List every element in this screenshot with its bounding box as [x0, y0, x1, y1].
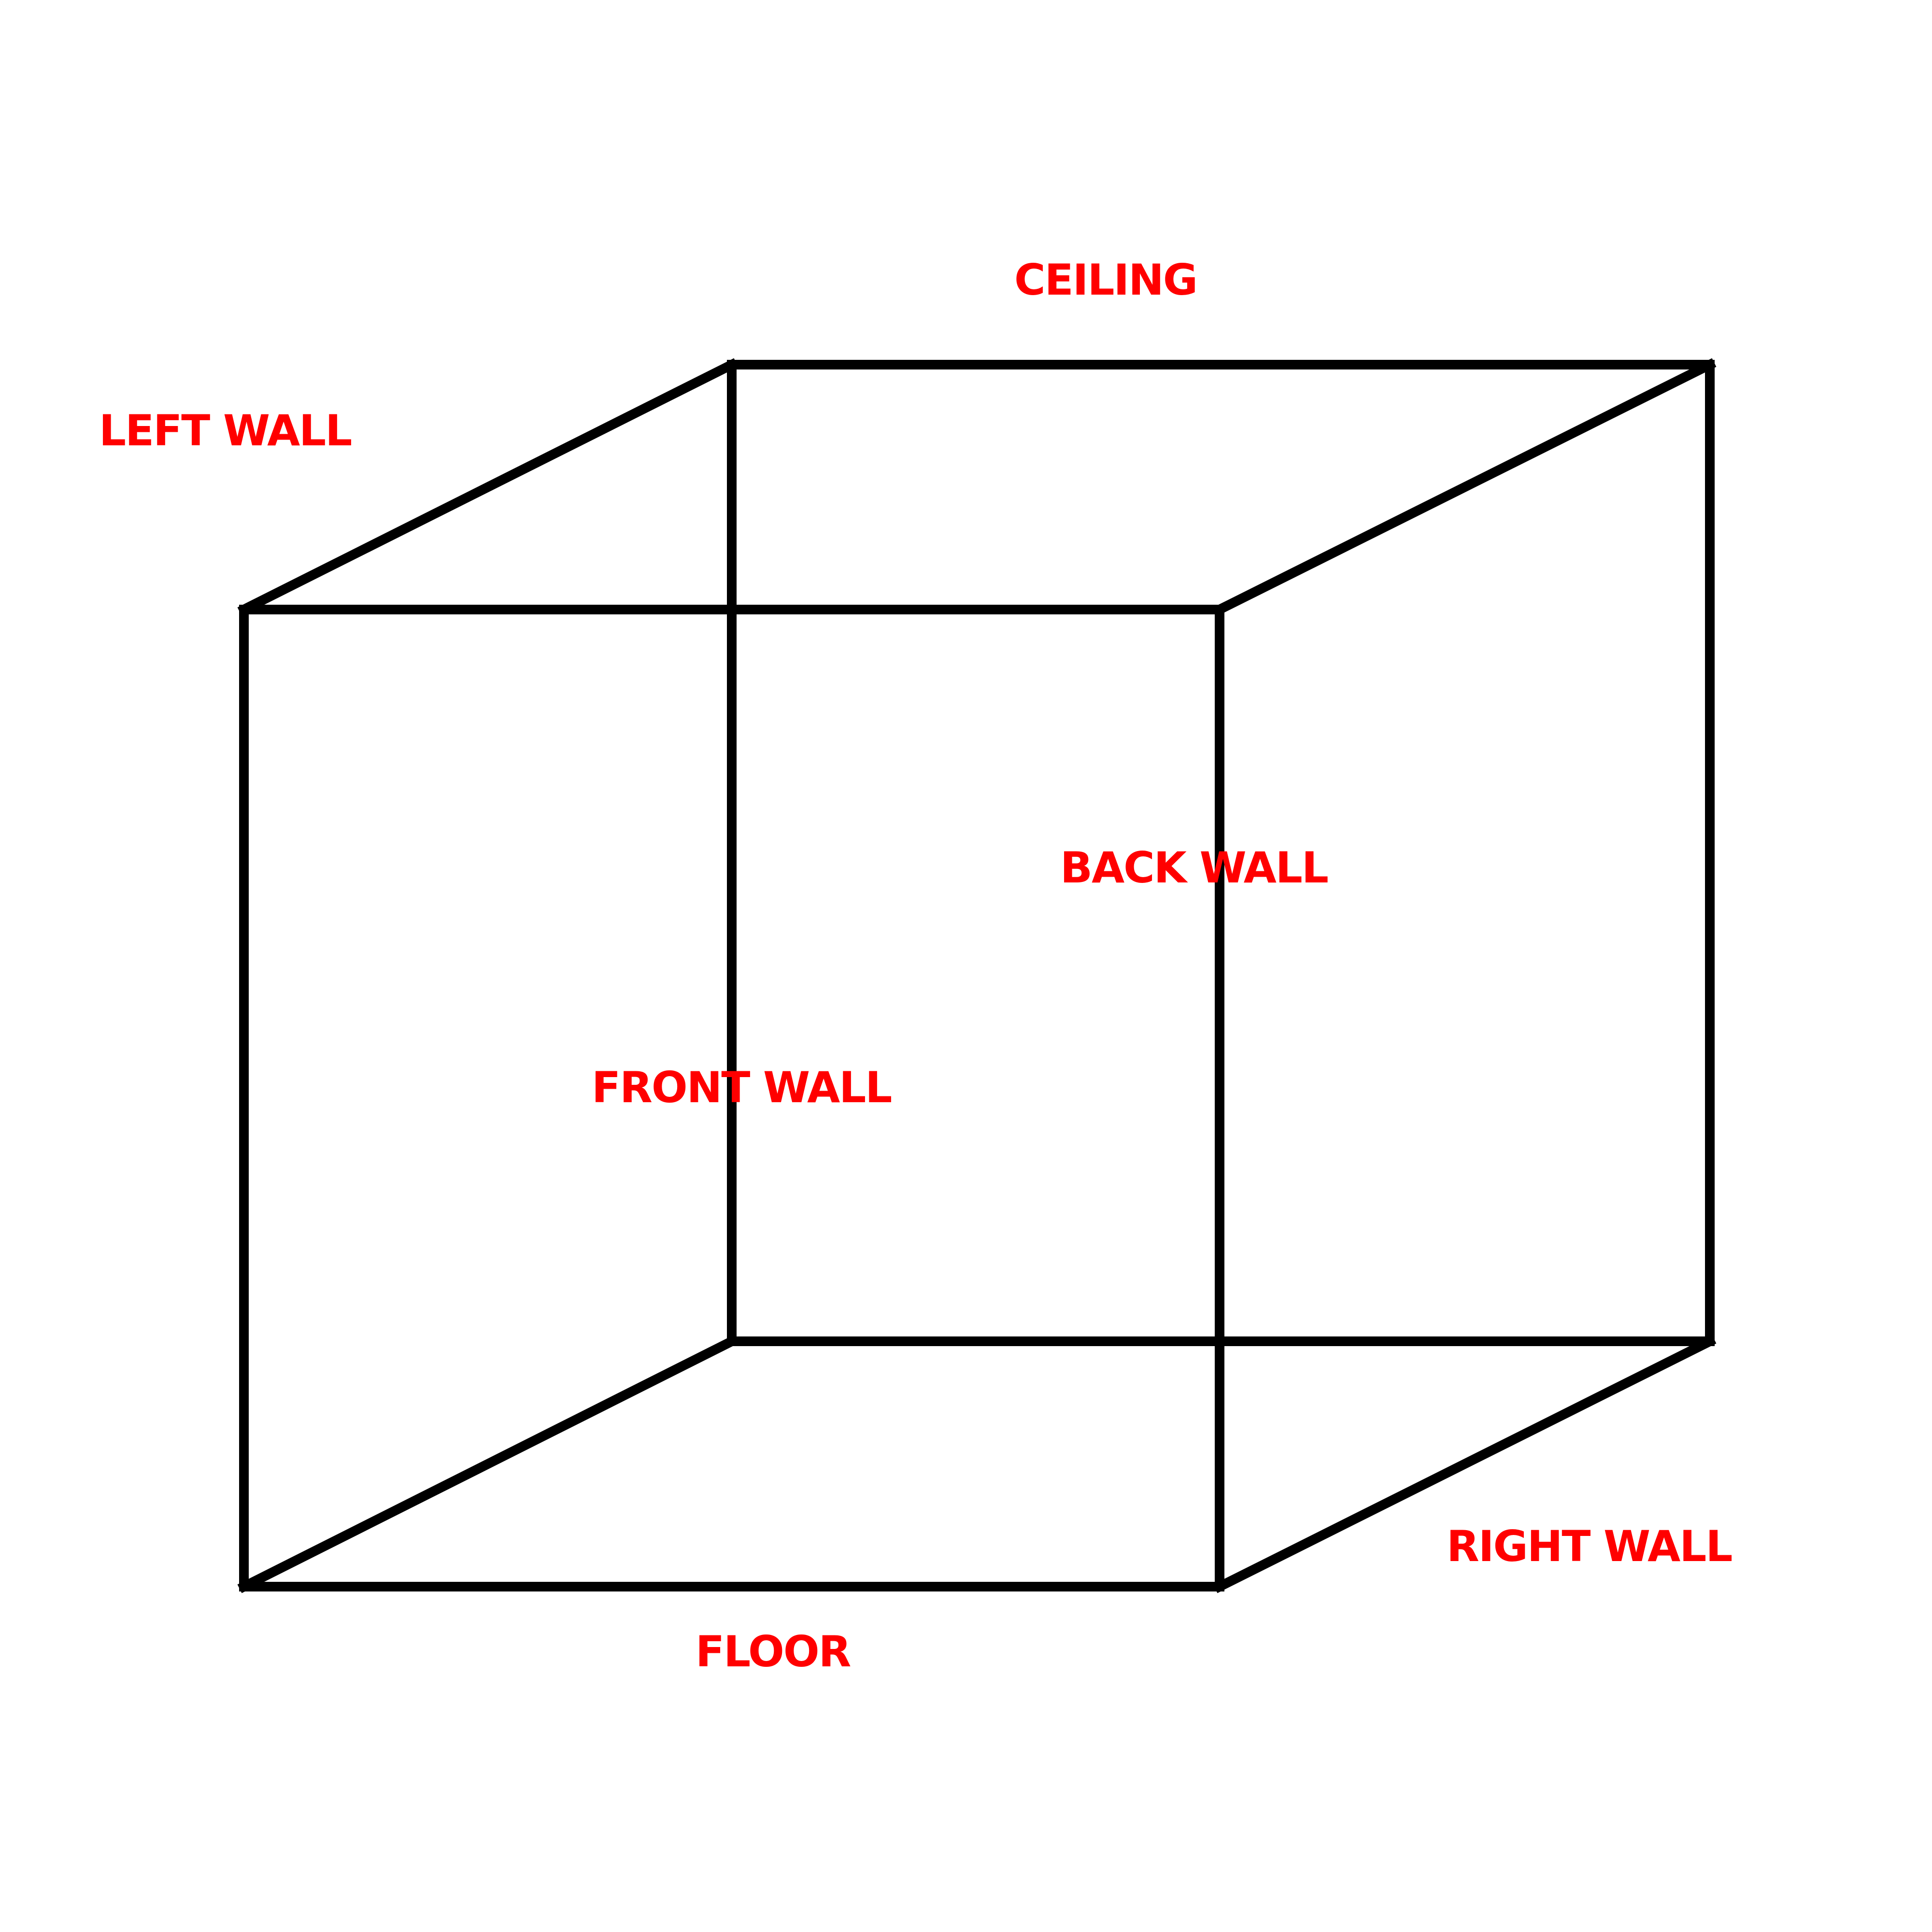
top-left-connector	[237, 358, 739, 616]
right-wall-label: RIGHT WALL	[1447, 1521, 1732, 1571]
back-wall-label: BACK WALL	[1060, 843, 1328, 893]
ceiling-label: CEILING	[1014, 255, 1197, 305]
bottom-left-connector	[237, 1335, 739, 1593]
front-wall-label: FRONT WALL	[592, 1063, 891, 1112]
floor-label: FLOOR	[696, 1627, 851, 1676]
bottom-right-connector	[1213, 1335, 1717, 1593]
top-right-connector	[1213, 358, 1717, 616]
left-wall-label: LEFT WALL	[99, 406, 351, 455]
